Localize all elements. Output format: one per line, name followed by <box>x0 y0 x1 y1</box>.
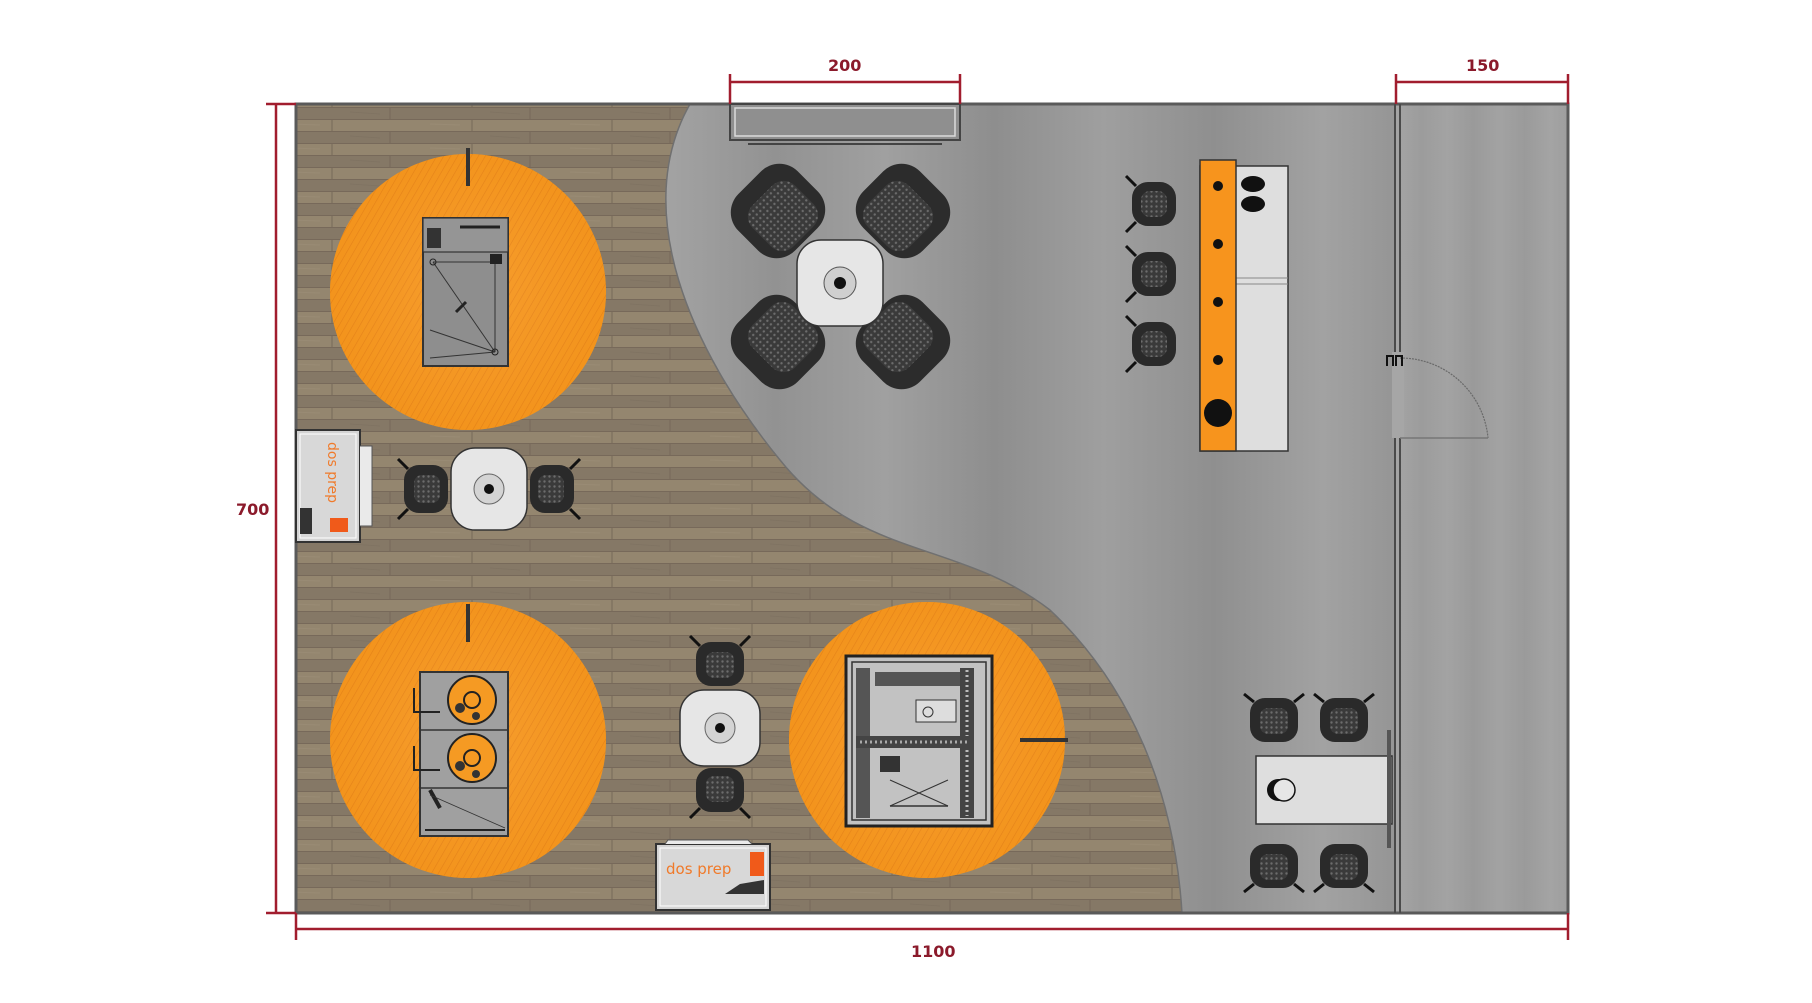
table-lamp-icon <box>1272 778 1296 802</box>
bistro-table[interactable] <box>679 689 761 767</box>
bistro-center <box>679 634 761 820</box>
machine-a[interactable] <box>422 217 509 367</box>
bistro-left <box>396 447 582 531</box>
coffee-machine-icon <box>1241 196 1265 212</box>
bistro-chair[interactable] <box>688 634 752 686</box>
meeting-chairs <box>1243 692 1375 894</box>
brand-text-bottom-counter: dos prep <box>666 860 732 878</box>
meeting-chair[interactable] <box>1313 692 1375 742</box>
brand-text-left-counter: dos prep <box>324 442 340 504</box>
dimension-label-700: 700 <box>236 500 270 519</box>
bistro-chair[interactable] <box>530 457 582 521</box>
armchair[interactable] <box>720 284 836 400</box>
meeting-chair[interactable] <box>1313 844 1375 894</box>
bar-stool[interactable] <box>1124 314 1176 374</box>
coffee-machine-icon <box>1241 176 1265 192</box>
meeting-chair[interactable] <box>1243 692 1305 742</box>
bar-stool[interactable] <box>1124 174 1176 234</box>
lounge-group <box>720 153 961 400</box>
wall-cabinet-200 <box>729 103 961 145</box>
dimension-lines <box>266 74 1570 940</box>
dimension-label-1100: 1100 <box>911 942 956 961</box>
machine-c-gantry[interactable] <box>844 654 994 828</box>
bar-stool[interactable] <box>1124 244 1176 304</box>
armchair[interactable] <box>845 153 961 269</box>
promo-counter-bottom[interactable] <box>655 839 771 911</box>
meeting-chair[interactable] <box>1243 844 1305 894</box>
machine-b-double-drum[interactable] <box>413 671 509 837</box>
bistro-chair[interactable] <box>396 457 448 521</box>
coffee-table[interactable] <box>796 239 884 327</box>
meeting-table[interactable] <box>1255 730 1393 848</box>
dimension-label-150: 150 <box>1466 56 1500 75</box>
bistro-chair[interactable] <box>688 768 752 820</box>
bistro-table[interactable] <box>450 447 528 531</box>
door-swing-icon[interactable] <box>1386 352 1489 439</box>
bar-stools <box>1124 174 1176 374</box>
dimension-label-200: 200 <box>828 56 862 75</box>
armchair[interactable] <box>845 284 961 400</box>
promo-counter-left[interactable] <box>295 429 373 543</box>
armchair[interactable] <box>720 153 836 269</box>
bar-counter[interactable] <box>1199 159 1289 452</box>
